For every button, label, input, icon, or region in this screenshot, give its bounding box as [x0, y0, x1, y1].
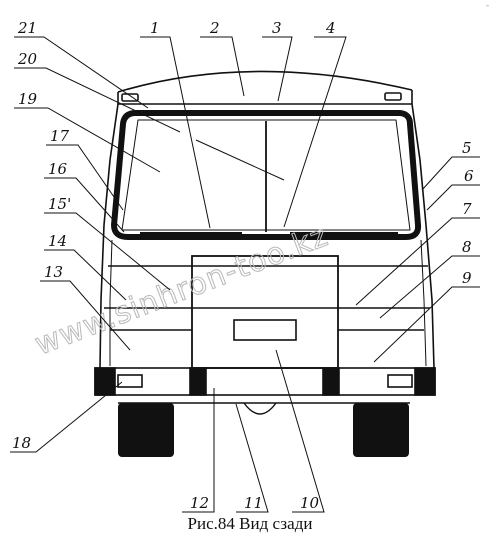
licence-plate: [233, 319, 297, 341]
callout-5: 5: [462, 139, 472, 157]
callout-14: 14: [48, 232, 67, 250]
body-right-side: [411, 103, 435, 369]
right-marker-light: [384, 92, 402, 101]
body-left-inner-line: [109, 239, 113, 366]
leader-16: [44, 177, 125, 233]
leader-7: [355, 217, 480, 306]
callout-21: 21: [17, 19, 37, 37]
left-rear-wheel: [118, 403, 174, 457]
callout-3: 3: [272, 19, 282, 37]
callout-1: 1: [150, 19, 160, 37]
bumper-right-end: [414, 367, 436, 396]
leader-15p: [44, 212, 171, 291]
leader-13: [40, 280, 131, 351]
left-tail-light: [117, 374, 143, 388]
callout-11: 11: [244, 494, 263, 512]
callout-15-prime: 15': [48, 195, 71, 213]
leader-12: [182, 388, 215, 513]
leader-6: [426, 184, 480, 211]
callout-8: 8: [462, 238, 472, 256]
body-left-side: [99, 103, 119, 369]
callout-20: 20: [17, 50, 38, 68]
callout-13: 13: [44, 263, 63, 281]
leader-9: [373, 286, 480, 363]
callout-7: 7: [462, 200, 472, 218]
leader-10: [275, 349, 325, 513]
leader-20: [14, 67, 181, 133]
leader-8: [379, 255, 480, 319]
callout-9: 9: [462, 269, 472, 287]
leader-1: [140, 36, 211, 229]
callout-16: 16: [48, 160, 68, 178]
callout-17: 17: [50, 127, 70, 145]
bumper-left-bracket: [189, 367, 207, 396]
left-marker-light: [121, 93, 139, 102]
leader-3: [262, 36, 293, 102]
callout-10: 10: [300, 494, 320, 512]
leader-5: [421, 156, 480, 191]
leader-19: [14, 107, 161, 173]
leader-20b: [195, 139, 285, 181]
callout-19: 19: [18, 90, 38, 108]
callout-4: 4: [325, 19, 336, 37]
figure-caption: Рис.84 Вид сзади: [187, 514, 313, 533]
right-tail-light: [387, 374, 413, 388]
corner-mark: -: [486, 1, 489, 11]
bumper-left-end: [94, 367, 116, 396]
tow-hook: [243, 402, 277, 415]
body-right-inner-line: [420, 239, 427, 367]
callout-6: 6: [464, 167, 474, 185]
leader-4: [283, 36, 347, 228]
callout-12: 12: [190, 494, 209, 512]
leader-14: [44, 249, 127, 301]
leader-11: [235, 403, 269, 513]
bumper-right-bracket: [322, 367, 340, 396]
callout-18: 18: [12, 434, 31, 452]
watermark: www.sinhron-too.kz: [30, 218, 333, 362]
leader-18: [10, 381, 123, 453]
rear-window-frame: [111, 110, 422, 240]
rear-bumper: [94, 367, 436, 396]
leader-2: [200, 36, 245, 97]
leader-17: [46, 144, 124, 211]
callout-2: 2: [209, 19, 220, 37]
right-rear-wheel: [353, 403, 409, 457]
roof-outline: [117, 70, 413, 93]
rear-window-glass-edge: [121, 119, 411, 231]
leader-21: [14, 36, 149, 109]
